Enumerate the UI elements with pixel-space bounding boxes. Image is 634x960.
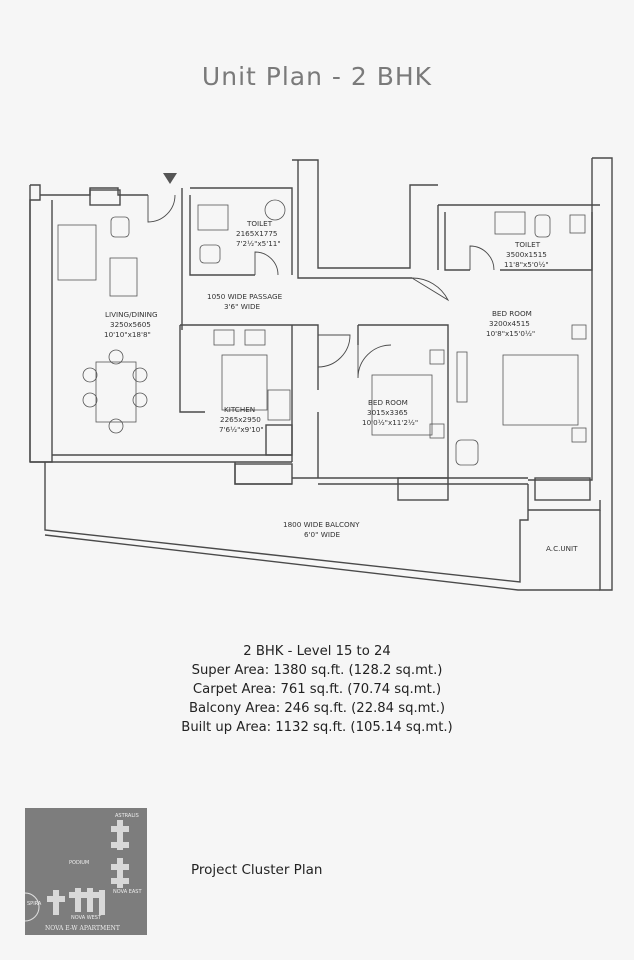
master-bedroom-name: BED ROOM: [492, 309, 532, 318]
kitchen-name: KITCHEN: [224, 405, 255, 414]
walls: [29, 157, 613, 591]
toilet1-name: TOILET: [246, 219, 273, 228]
cluster-spira: SPIRA: [27, 901, 42, 907]
balcony-name: 1800 WIDE BALCONY: [283, 520, 360, 529]
cluster-astralis: ASTRALIS: [115, 813, 139, 819]
cluster-plan-drawing: ASTRALIS PODIUM NOVA EAST NOVA WEST SPIR…: [25, 813, 142, 932]
cluster-footer: NOVA E-W APARTMENT: [45, 925, 120, 932]
bedroom2-metric: 3015x3365: [367, 408, 408, 417]
master-bedroom-metric: 3200x4515: [489, 319, 530, 328]
toilet2-name: TOILET: [514, 240, 541, 249]
toilet1-metric: 2165X1775: [236, 229, 278, 238]
spec-level: 2 BHK - Level 15 to 24: [243, 644, 391, 659]
living-name: LIVING/DINING: [105, 310, 158, 319]
door-swings: [147, 194, 495, 379]
spec-balcony-area: Balcony Area: 246 sq.ft. (22.84 sq.mt.): [188, 701, 446, 716]
cluster-nova-east: NOVA EAST: [113, 889, 142, 895]
passage-name: 1050 WIDE PASSAGE: [207, 292, 283, 301]
ac-unit-label: A.C.UNIT: [546, 544, 578, 553]
living-metric: 3250x5605: [110, 320, 151, 329]
balcony-imperial: 6'0" WIDE: [304, 530, 340, 539]
floor-plan: TOILET 2165X1775 7'2½"x5'11" TOILET 3500…: [29, 157, 613, 591]
cluster-podium: PODIUM: [69, 860, 89, 866]
passage-imperial: 3'6" WIDE: [224, 302, 260, 311]
toilet2-imperial: 11'8"x5'0½": [504, 260, 549, 269]
living-imperial: 10'10"x18'8": [104, 330, 151, 339]
spec-super-area: Super Area: 1380 sq.ft. (128.2 sq.mt.): [191, 663, 443, 678]
page-title: Unit Plan - 2 BHK: [201, 62, 433, 91]
spec-built-up-area: Built up Area: 1132 sq.ft. (105.14 sq.mt…: [181, 720, 453, 735]
room-labels: TOILET 2165X1775 7'2½"x5'11" TOILET 3500…: [104, 219, 578, 553]
cluster-nova-west: NOVA WEST: [71, 915, 102, 921]
cluster-plan-caption: Project Cluster Plan: [191, 862, 323, 878]
kitchen-metric: 2265x2950: [220, 415, 261, 424]
kitchen-imperial: 7'6½"x9'10": [219, 425, 264, 434]
spec-carpet-area: Carpet Area: 761 sq.ft. (70.74 sq.mt.): [192, 682, 442, 697]
bedroom2-imperial: 10'0½"x11'2½": [362, 418, 418, 427]
toilet2-metric: 3500x1515: [506, 250, 547, 259]
entry-marker: [163, 173, 177, 184]
toilet1-imperial: 7'2½"x5'11": [236, 239, 281, 248]
bedroom2-name: BED ROOM: [368, 398, 408, 407]
master-bedroom-imperial: 10'8"x15'0½": [486, 329, 535, 338]
furniture: [57, 199, 587, 466]
cluster-plan-thumbnail: ASTRALIS PODIUM NOVA EAST NOVA WEST SPIR…: [25, 808, 147, 935]
area-specs: 2 BHK - Level 15 to 24 Super Area: 1380 …: [0, 642, 634, 737]
